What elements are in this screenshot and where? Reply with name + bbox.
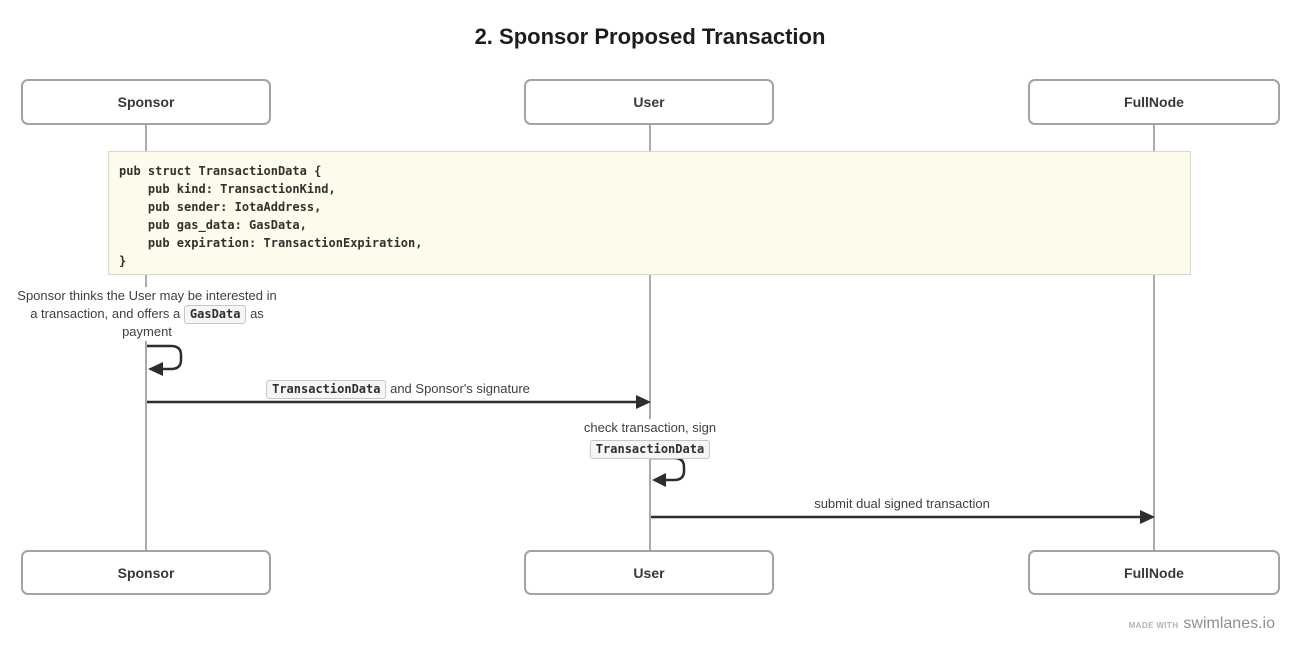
sponsor-note-text: Sponsor thinks the User may be intereste…: [17, 287, 277, 341]
footer-credit: MADE WITH swimlanes.io: [1129, 615, 1275, 633]
diagram-title: 2. Sponsor Proposed Transaction: [474, 24, 826, 49]
actor-box-user-top: User: [524, 79, 774, 125]
actor-label-fullnode: FullNode: [1124, 94, 1184, 110]
actor-box-sponsor-bottom: Sponsor: [21, 550, 271, 595]
code-note-text: pub struct TransactionData { pub kind: T…: [119, 164, 423, 268]
messages-group: [147, 344, 1142, 519]
message-label-user-to-fullnode-text: submit dual signed transaction: [814, 496, 990, 511]
sponsor-note-before: Sponsor thinks the User may be intereste…: [17, 288, 277, 321]
transactiondata-code-chip-2: TransactionData: [589, 440, 711, 459]
actor-label-fullnode-bottom: FullNode: [1124, 564, 1184, 581]
self-loop-user: [651, 456, 686, 482]
arrowheads-group: [148, 362, 1155, 524]
actor-label-user-bottom: User: [633, 564, 665, 581]
made-with-label: MADE WITH: [1128, 621, 1179, 630]
message-label-user-self: check transaction, sign TransactionData: [580, 419, 720, 459]
actor-box-fullnode-top: FullNode: [1028, 79, 1280, 125]
sponsor-note-after: as payment: [122, 306, 264, 339]
transactiondata-code-chip: TransactionData: [266, 380, 387, 399]
message-label-sponsor-to-user: TransactionData and Sponsor's signature: [263, 380, 533, 399]
actor-label-sponsor-bottom: Sponsor: [117, 564, 175, 581]
arrowhead-user-self: [652, 473, 666, 487]
arrowhead-user-to-fullnode: [1140, 510, 1155, 524]
actor-label-user: User: [633, 94, 665, 110]
gasdata-code-chip: GasData: [183, 305, 247, 324]
arrowhead-sponsor-to-user: [636, 395, 651, 409]
arrowhead-sponsor-self: [148, 362, 163, 376]
actor-box-user-bottom: User: [524, 550, 774, 595]
actor-box-fullnode-bottom: FullNode: [1028, 550, 1280, 595]
message-label-sponsor-to-user-text: and Sponsor's signature: [386, 381, 530, 396]
self-loop-sponsor: [147, 344, 183, 371]
message-label-user-to-fullnode: submit dual signed transaction: [811, 495, 993, 513]
code-note-block: pub struct TransactionData { pub kind: T…: [108, 151, 1191, 275]
actor-label-sponsor: Sponsor: [117, 94, 175, 110]
actor-box-sponsor-top: Sponsor: [21, 79, 271, 125]
user-self-label-line1: check transaction, sign: [583, 420, 717, 435]
user-self-label-line2: TransactionData: [584, 440, 716, 459]
swimlanes-brand-link[interactable]: swimlanes.io: [1183, 615, 1275, 632]
